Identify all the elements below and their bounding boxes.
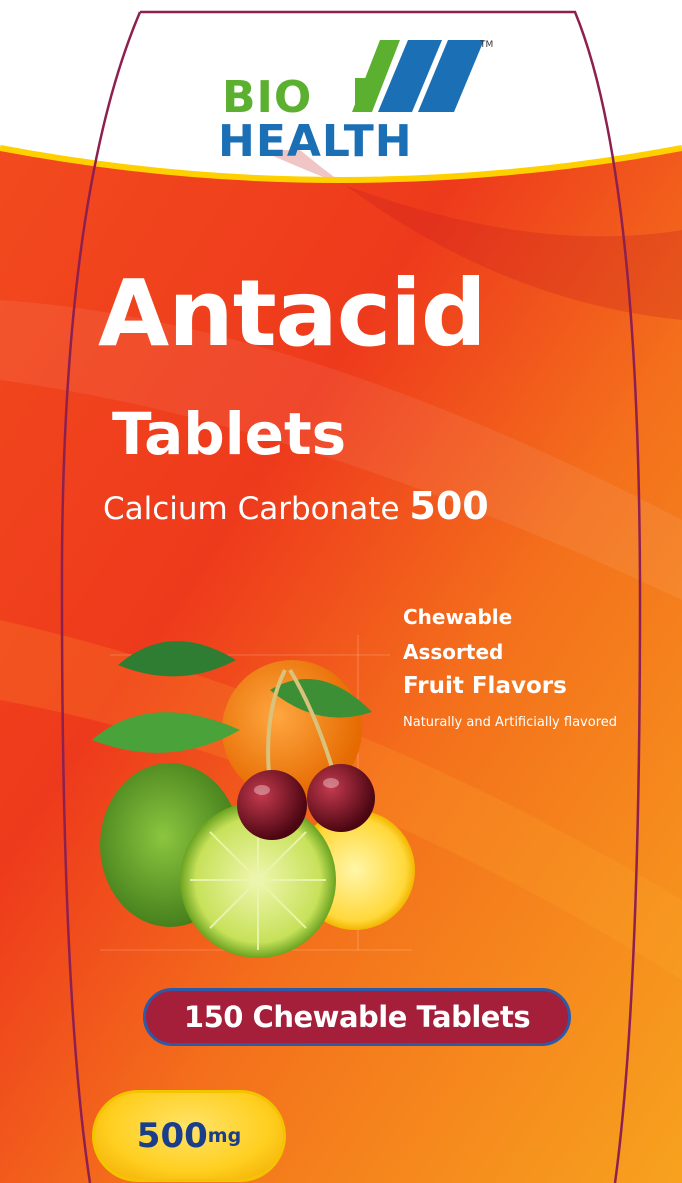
tablet-count-text: 150 Chewable Tablets <box>183 1000 531 1034</box>
strength-value: 500 <box>136 1116 208 1156</box>
trademark-symbol: TM <box>480 40 494 50</box>
header-wave <box>0 145 682 183</box>
bottle-outline <box>140 10 642 1183</box>
tablet-count-badge: 150 Chewable Tablets <box>143 988 571 1046</box>
claim-chewable: Chewable <box>403 605 513 629</box>
strength-unit: mg <box>207 1125 242 1147</box>
brand-logo-health: HEALTH <box>218 116 413 167</box>
bottle-outline <box>60 11 142 1183</box>
brand-logo-bio: BIO <box>222 72 313 123</box>
ingredient-name: Calcium Carbonate <box>103 491 400 527</box>
claim-fruit-flavors: Fruit Flavors <box>403 673 567 699</box>
fruit-illustration <box>92 635 415 958</box>
product-name: Antacid <box>98 260 487 367</box>
ingredient-strength: 500 <box>409 484 489 528</box>
background-streak <box>0 300 682 600</box>
claim-assorted: Assorted <box>403 640 504 664</box>
claim-flavor-note: Naturally and Artificially flavored <box>403 715 617 730</box>
brand-slash-mark <box>352 40 484 112</box>
product-form: Tablets <box>112 400 347 468</box>
active-ingredient: Calcium Carbonate 500 <box>103 484 489 528</box>
background-streak <box>260 150 682 320</box>
